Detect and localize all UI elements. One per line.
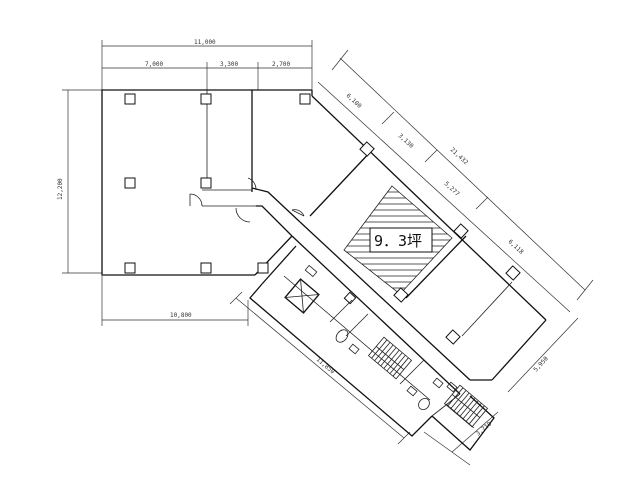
dim-right-side: 5,950	[532, 355, 550, 373]
dim-top-seg3: 2,700	[272, 61, 290, 68]
dim-left-total: 12,200	[57, 178, 64, 200]
area-label-box	[369, 227, 433, 253]
leased-area: 9．3坪	[343, 185, 453, 295]
dim-bottom-left: 10,800	[170, 312, 192, 319]
dimension-lines	[62, 40, 594, 466]
dim-diag-seg1: 6,100	[345, 92, 363, 110]
dim-diag-seg4: 6,118	[507, 238, 525, 256]
dim-top-seg2: 3,300	[220, 61, 238, 68]
walls	[101, 89, 547, 451]
dim-top-seg1: 7,000	[145, 61, 163, 68]
area-label: 9．3坪	[374, 232, 422, 250]
dim-diag-seg2: 3,130	[397, 132, 415, 150]
stairs-1	[367, 336, 413, 380]
dim-diag-seg3: 5,277	[443, 180, 461, 198]
columns	[124, 93, 521, 345]
elevator	[284, 278, 320, 314]
doors	[189, 177, 305, 223]
dim-top-total: 11,000	[194, 39, 216, 46]
stairs-2	[443, 384, 489, 428]
service-core	[284, 264, 489, 428]
